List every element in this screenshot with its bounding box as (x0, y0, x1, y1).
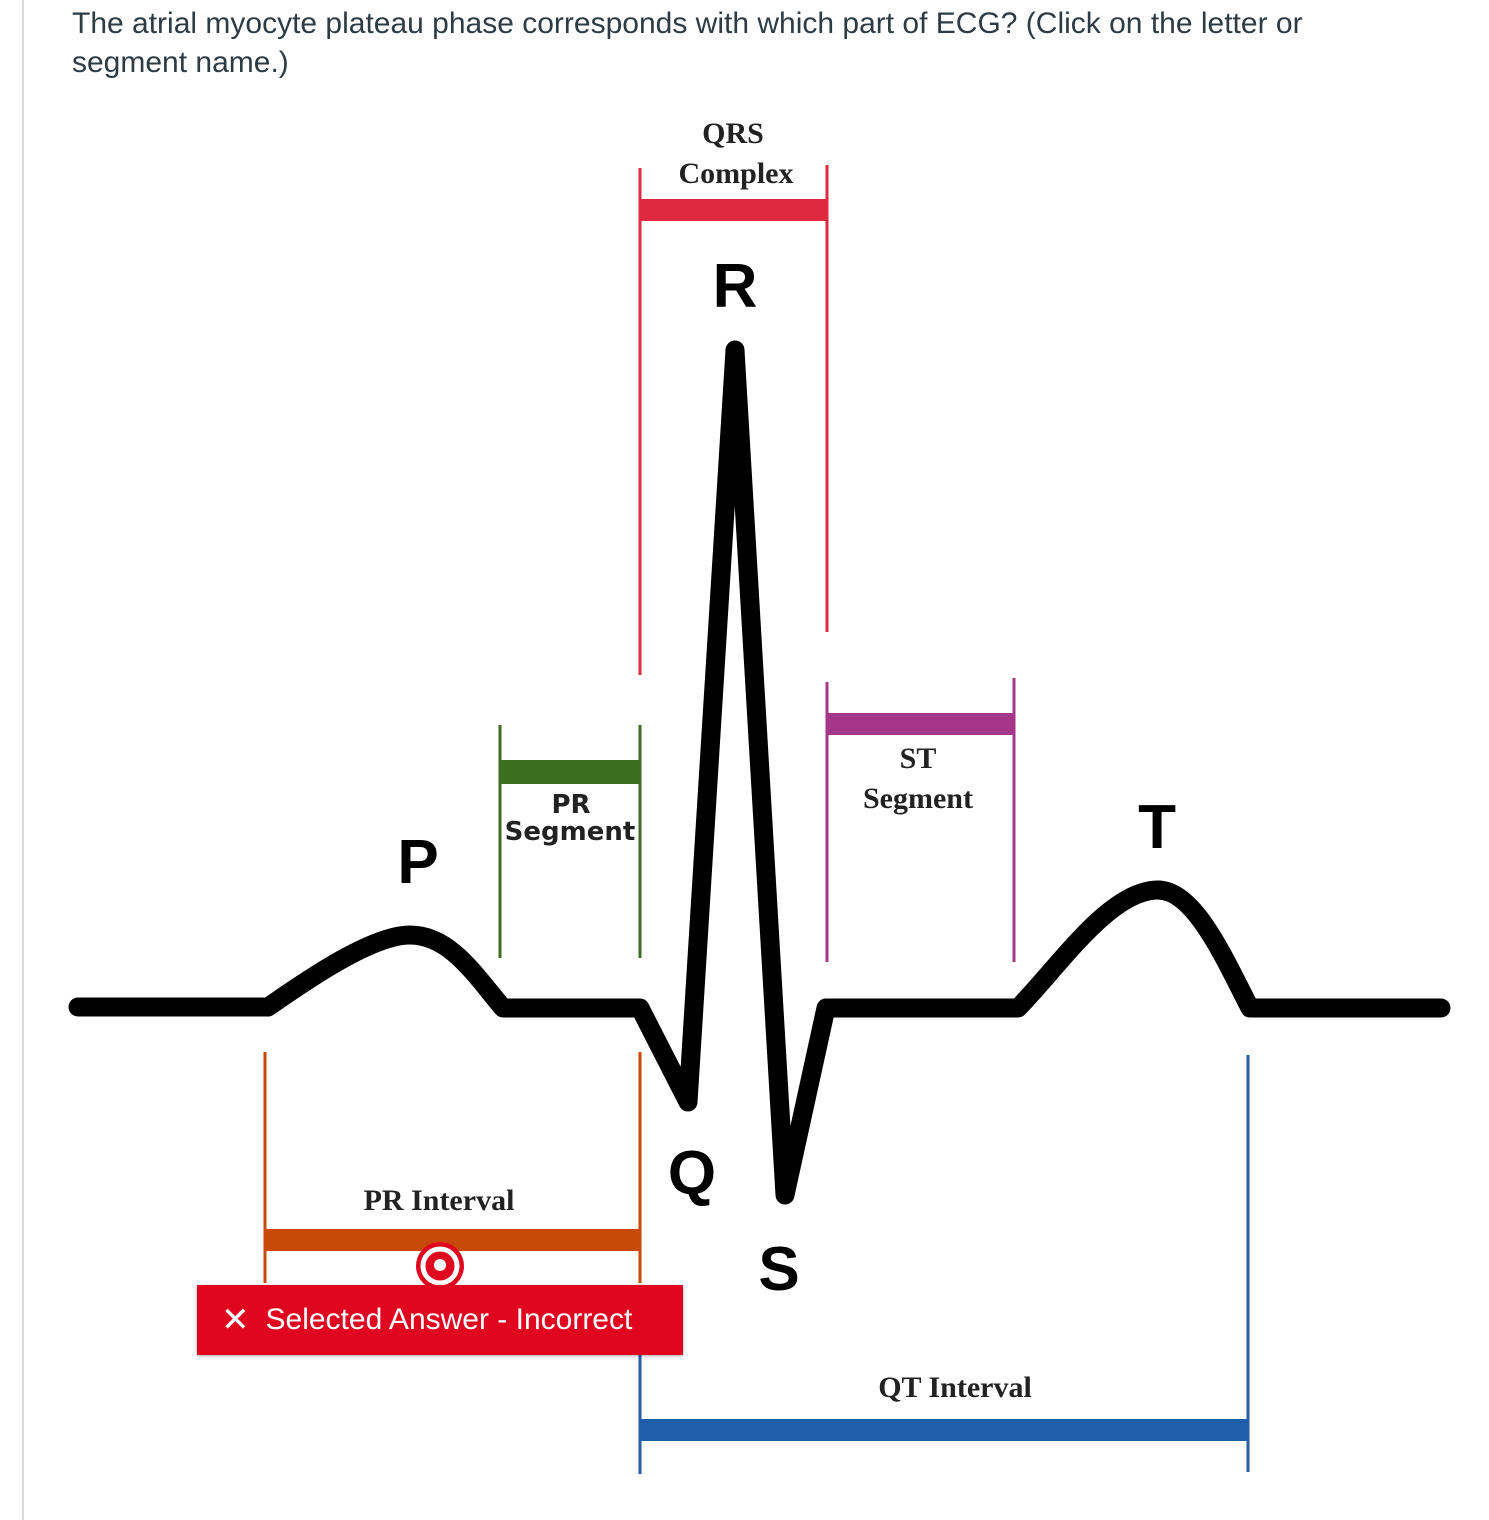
t-wave-label[interactable]: T (1138, 793, 1176, 862)
close-icon: ✕ (221, 1301, 250, 1339)
ecg-waveform (68, 340, 1451, 1205)
left-border (22, 0, 24, 1520)
selected-answer-marker[interactable] (416, 1242, 464, 1290)
question-text: The atrial myocyte plateau phase corresp… (72, 7, 1303, 79)
qt-interval-label[interactable]: QT Interval (878, 1371, 1032, 1404)
pr-interval-bracket (263, 1052, 642, 1283)
s-wave-label[interactable]: S (758, 1235, 799, 1304)
st-segment-bracket (825, 678, 1016, 962)
q-wave-label[interactable]: Q (668, 1139, 716, 1208)
feedback-text: Selected Answer - Incorrect (265, 1303, 633, 1336)
svg-text:QT Interval: QT Interval (878, 1371, 1032, 1404)
svg-text:Segment: Segment (863, 782, 973, 815)
svg-text:PR Interval: PR Interval (364, 1184, 515, 1217)
svg-text:ST: ST (900, 742, 937, 775)
svg-text:QRS: QRS (702, 117, 764, 150)
r-wave-highlight (726, 551, 737, 961)
selected-answer-feedback: ✕ Selected Answer - Incorrect (197, 1285, 683, 1355)
pr-segment-label[interactable]: PR Segment (505, 790, 636, 847)
pr-interval-label[interactable]: PR Interval (364, 1184, 515, 1217)
r-wave-label[interactable]: R (713, 252, 758, 321)
pr-segment-bracket (498, 725, 642, 958)
svg-text:Complex: Complex (679, 157, 794, 190)
st-segment-label[interactable]: ST Segment (863, 742, 973, 815)
p-wave-label[interactable]: P (397, 828, 438, 897)
qrs-complex-bracket (638, 165, 829, 675)
svg-text:PR: PR (551, 790, 590, 820)
qt-interval-bracket (638, 1055, 1250, 1474)
svg-text:Segment: Segment (505, 817, 636, 847)
qrs-complex-label[interactable]: QRS Complex (679, 117, 794, 190)
